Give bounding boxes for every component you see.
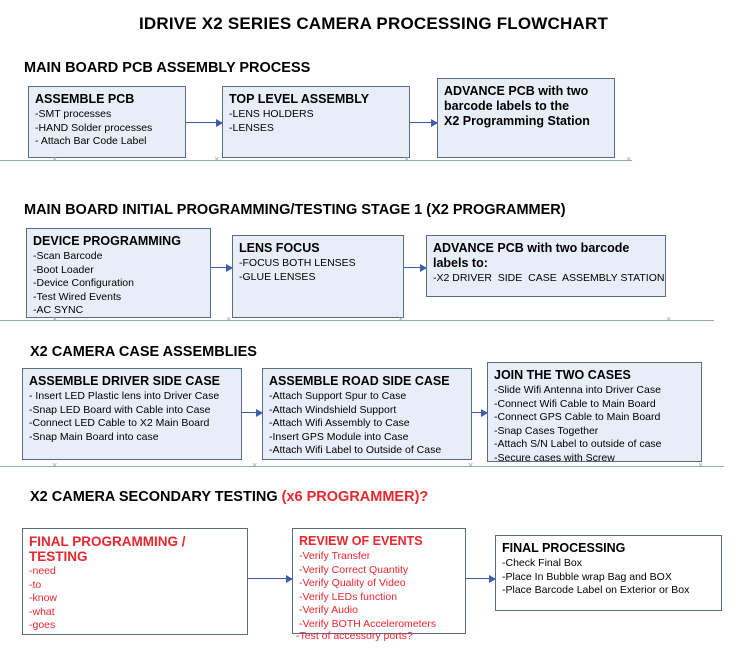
box-driver-side-case: ASSEMBLE DRIVER SIDE CASE - Insert LED P… [22,368,242,460]
box-advance-pcb-driver-case-line-1: -X2 DRIVER SIDE CASE ASSEMBLY STATION [433,272,665,284]
box-join-cases-line-6: -Secure cases with Screw [494,451,615,462]
box-join-cases-line-5: -Attach S/N Label to outside of case [494,438,662,450]
box-advance-pcb-driver-case: ADVANCE PCB with two barcode labels to: … [426,235,666,297]
arrow-road-to-join-cases [472,409,488,417]
box-advance-pcb-driver-case-title: ADVANCE PCB with two barcode labels to: [433,241,633,270]
section-heading-secondary-testing-plain: X2 CAMERA SECONDARY TESTING [30,489,282,505]
arrow-top-level-to-advance-1 [410,119,438,127]
box-driver-side-case-line-2: -Snap LED Board with Cable into Case [29,403,211,416]
box-device-programming-title: DEVICE PROGRAMMING [33,234,181,248]
divider-marker-2c: × [398,314,404,324]
box-final-programming-line-3: -know [29,592,58,604]
box-final-programming-title: FINAL PROGRAMMING / TESTING [29,534,190,564]
box-lens-focus-title: LENS FOCUS [239,241,320,255]
section-divider-1 [0,160,632,161]
box-road-side-case-title: ASSEMBLE ROAD SIDE CASE [269,374,450,388]
box-assemble-pcb-line-1: -SMT processes [35,108,112,120]
box-join-cases-line-1: -Slide Wifi Antenna into Driver Case [494,384,661,396]
box-review-of-events-line-2: -Verify Correct Quantity [299,563,409,576]
box-device-programming-line-1: -Scan Barcode [33,250,103,262]
box-road-side-case-line-1: -Attach Support Spur to Case [269,390,407,402]
box-advance-pcb-station-title: ADVANCE PCB with two barcode labels to t… [444,84,590,128]
box-top-level-assembly-line-1: -LENS HOLDERS [229,108,314,120]
section-heading-secondary-testing-red: (x6 PROGRAMMER)? [281,489,429,505]
box-join-cases-line-2: -Connect Wifi Cable to Main Board [494,397,656,410]
arrow-review-to-final-processing [466,575,496,583]
box-join-cases-line-4: -Snap Cases Together [494,424,599,437]
box-driver-side-case-line-3: -Connect LED Cable to X2 Main Board [29,417,210,429]
box-advance-pcb-station: ADVANCE PCB with two barcode labels to t… [437,78,615,158]
divider-marker-3d: × [698,460,704,470]
box-device-programming-line-4: -Test Wired Events [33,290,122,303]
box-join-cases-title: JOIN THE TWO CASES [494,368,631,382]
box-final-processing-line-3: -Place Barcode Label on Exterior or Box [502,584,690,596]
box-top-level-assembly: TOP LEVEL ASSEMBLY -LENS HOLDERS -LENSES [222,86,410,158]
box-device-programming: DEVICE PROGRAMMING -Scan Barcode -Boot L… [26,228,211,318]
arrow-final-programming-to-review [248,575,293,583]
divider-marker-1d: × [626,154,632,164]
section-heading-pcb-assembly: MAIN BOARD PCB ASSEMBLY PROCESS [24,60,311,76]
box-road-side-case-line-3: -Attach Wifi Assembly to Case [269,417,410,429]
box-review-of-events: REVIEW OF EVENTS -Verify Transfer -Verif… [292,528,466,634]
box-final-programming-line-2: -to [29,578,42,591]
box-driver-side-case-title: ASSEMBLE DRIVER SIDE CASE [29,374,221,388]
box-driver-side-case-line-1: - Insert LED Plastic lens into Driver Ca… [29,390,220,402]
box-final-programming-line-6: -here [29,633,242,635]
box-assemble-pcb-line-3: - Attach Bar Code Label [35,135,147,147]
section-heading-secondary-testing: X2 CAMERA SECONDARY TESTING (x6 PROGRAMM… [30,489,428,505]
box-road-side-case-line-2: -Attach Windshield Support [269,403,397,416]
divider-marker-2d: × [666,314,672,324]
box-review-of-events-line-3: -Verify Quality of Video [299,577,406,589]
divider-marker-3b: × [252,460,258,470]
box-device-programming-line-2: -Boot Loader [33,263,94,276]
divider-marker-1b: × [214,154,220,164]
box-lens-focus-line-2: -GLUE LENSES [239,270,316,283]
divider-marker-1c: × [404,154,410,164]
box-join-cases: JOIN THE TWO CASES -Slide Wifi Antenna i… [487,362,702,462]
divider-marker-3c: × [468,460,474,470]
box-top-level-assembly-line-2: -LENSES [229,121,274,134]
divider-marker-2a: × [52,314,58,324]
section-divider-3 [0,466,724,467]
box-review-of-events-line-4: -Verify LEDs function [299,590,398,603]
box-final-processing-line-1: -Check Final Box [502,557,582,569]
box-road-side-case-line-4: -Insert GPS Module into Case [269,430,409,443]
box-device-programming-line-3: -Device Configuration [33,277,134,289]
box-assemble-pcb-title: ASSEMBLE PCB [35,92,135,106]
page-title: IDRIVE X2 SERIES CAMERA PROCESSING FLOWC… [138,14,609,33]
box-assemble-pcb-line-2: -HAND Solder processes [35,121,153,134]
box-review-of-events-line-6: -Verify BOTH Accelerometers [299,617,437,630]
box-final-programming: FINAL PROGRAMMING / TESTING -need -to -k… [22,528,248,635]
box-join-cases-line-3: -Connect GPS Cable to Main Board [494,411,661,423]
box-road-side-case: ASSEMBLE ROAD SIDE CASE -Attach Support … [262,368,472,460]
arrow-pcb-to-top-level [186,119,223,127]
divider-marker-2b: × [226,314,232,324]
box-lens-focus: LENS FOCUS -FOCUS BOTH LENSES -GLUE LENS… [232,235,404,318]
box-lens-focus-line-1: -FOCUS BOTH LENSES [239,257,356,269]
section-heading-case-assemblies: X2 CAMERA CASE ASSEMBLIES [30,344,257,360]
box-final-processing: FINAL PROCESSING -Check Final Box -Place… [495,535,722,611]
arrow-driver-to-road-case [242,409,263,417]
box-assemble-pcb: ASSEMBLE PCB -SMT processes -HAND Solder… [28,86,186,158]
box-review-of-events-line-7: -Test of accessory ports? [296,630,413,642]
box-road-side-case-line-5: -Attach Wifi Label to Outside of Case [269,444,442,456]
arrow-device-to-lens-focus [211,264,233,272]
divider-marker-3a: × [52,460,58,470]
box-driver-side-case-line-4: -Snap Main Board into case [29,430,159,443]
box-final-processing-title: FINAL PROCESSING [502,541,626,555]
arrow-lens-focus-to-advance-2 [404,264,427,272]
box-device-programming-line-5: -AC SYNC [33,304,84,316]
box-final-programming-line-1: -need [29,565,56,577]
box-final-processing-line-2: -Place In Bubble wrap Bag and BOX [502,570,672,583]
box-top-level-assembly-title: TOP LEVEL ASSEMBLY [229,92,370,106]
section-divider-2 [0,320,714,321]
box-review-of-events-line-5: -Verify Audio [299,604,358,616]
box-final-programming-line-5: -goes [29,619,56,631]
box-review-of-events-title: REVIEW OF EVENTS [299,534,423,548]
box-review-of-events-line-1: -Verify Transfer [299,550,371,562]
box-final-programming-line-4: -what [29,605,55,618]
section-heading-initial-programming: MAIN BOARD INITIAL PROGRAMMING/TESTING S… [24,202,566,218]
divider-marker-1a: × [52,154,58,164]
